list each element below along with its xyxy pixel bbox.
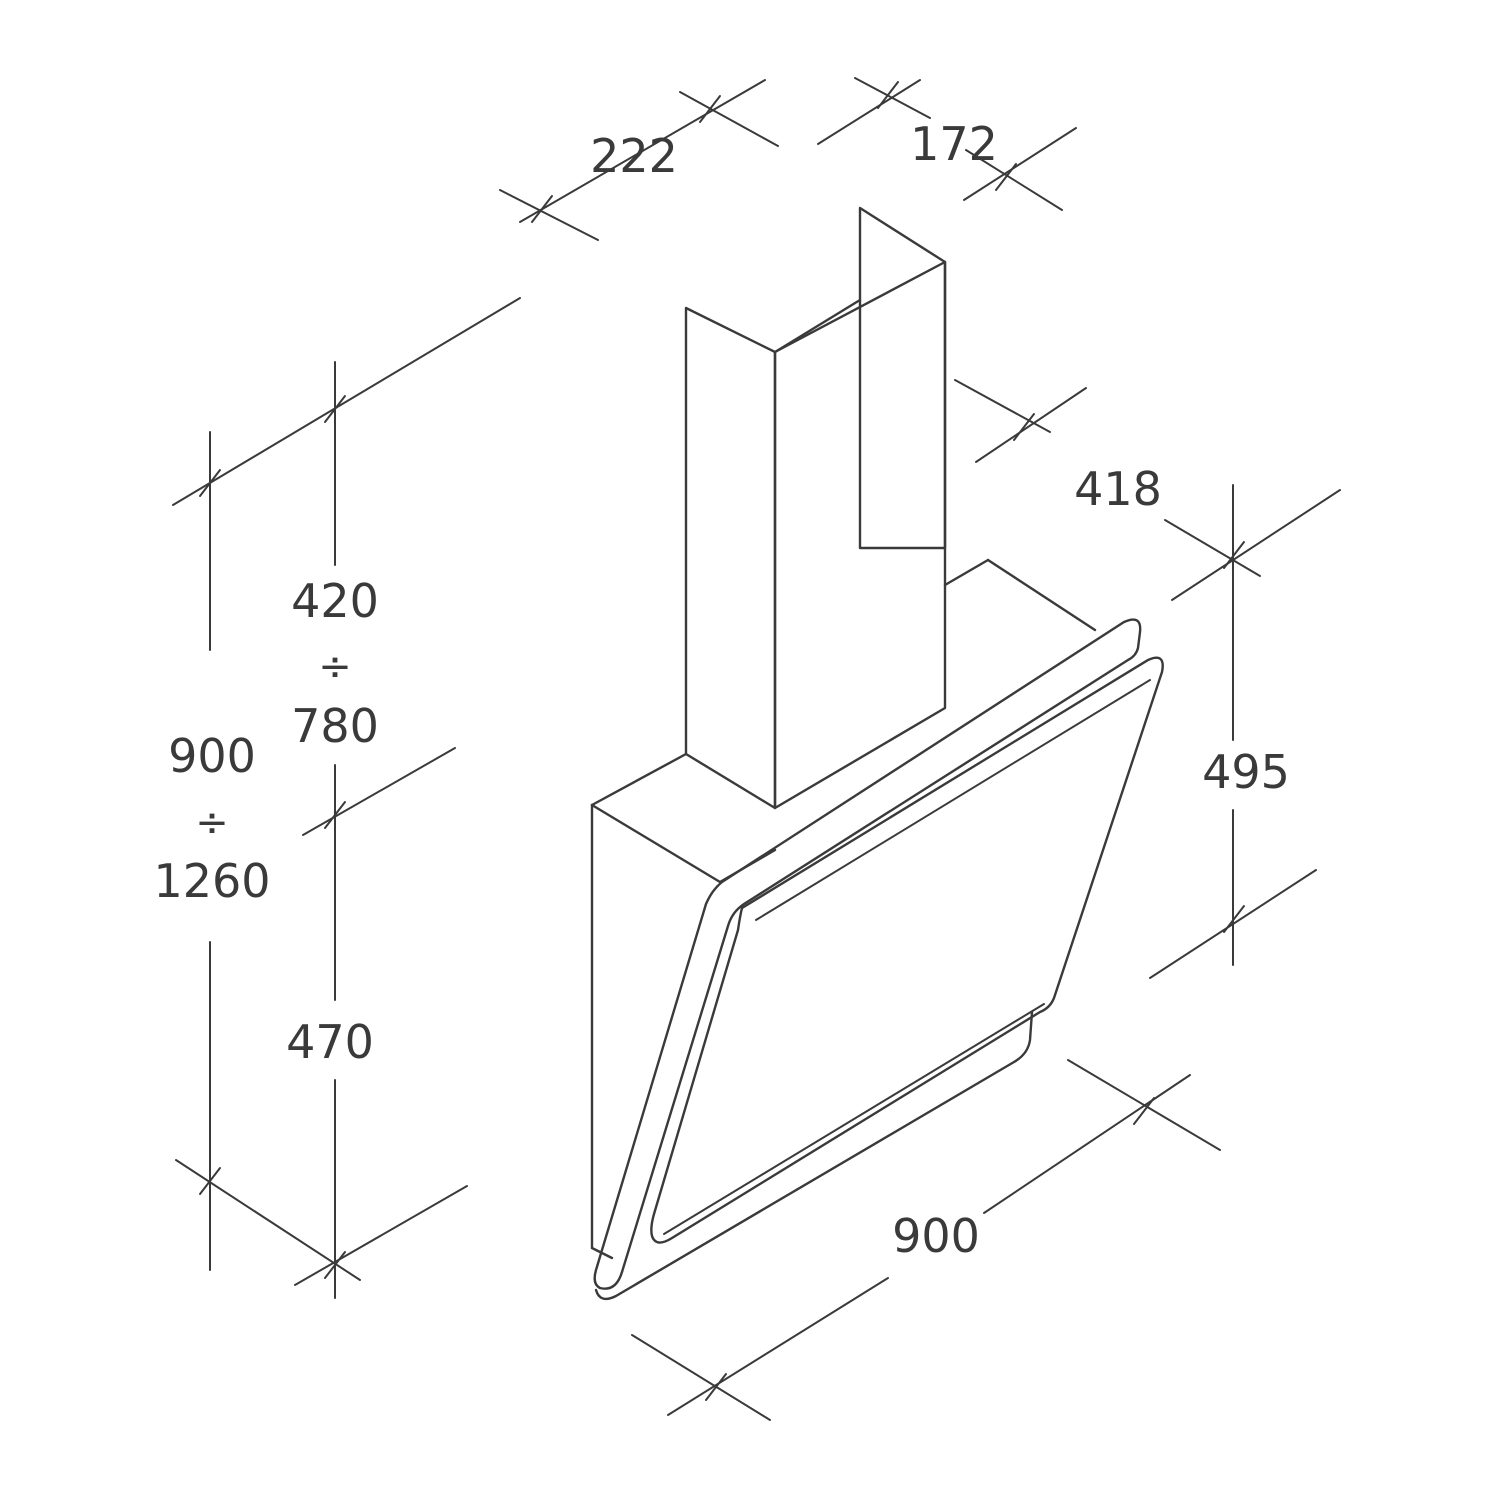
dim-total-range-max: 1260	[153, 854, 270, 908]
dim-duct-width: 222	[590, 129, 678, 183]
cooker-hood-outline	[590, 206, 1164, 1301]
hood-lower-body	[594, 1010, 1034, 1301]
dim-total-range-min: 900	[168, 729, 256, 783]
dim-hood-width: 900	[892, 1209, 980, 1263]
glass-panel-frame	[593, 618, 1142, 1290]
dim-upper-range-symbol: ÷	[318, 644, 352, 690]
dimension-labels: 222 172 418 495 900 420 ÷ 780 900 ÷ 1260…	[153, 117, 1289, 1263]
dim-total-range-symbol: ÷	[195, 800, 229, 846]
outer-duct-right-panel	[773, 260, 947, 810]
dim-upper-range-min: 420	[291, 574, 379, 628]
outer-duct-left-panel	[684, 306, 777, 810]
dimension-lines	[172, 77, 1341, 1421]
glass-panel-front	[650, 656, 1164, 1244]
dim-hood-depth: 418	[1074, 462, 1162, 516]
dim-panel-height: 495	[1202, 745, 1290, 799]
dim-duct-depth: 172	[910, 117, 998, 171]
dim-upper-range-max: 780	[291, 699, 379, 753]
dim-lower-height: 470	[286, 1015, 374, 1069]
inner-duct-panel	[858, 206, 947, 550]
